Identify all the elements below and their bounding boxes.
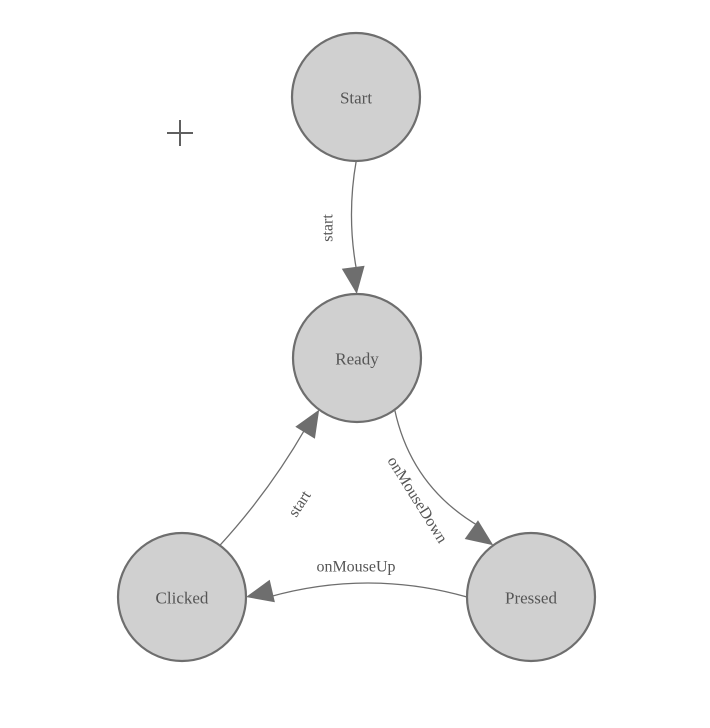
edge-label-start-to-ready: start [320, 214, 337, 242]
edge-line-pressed-to-clicked [268, 582, 468, 598]
plus-marker [167, 120, 193, 146]
edge-clicked-to-ready[interactable] [219, 409, 320, 546]
markers-layer [167, 120, 193, 146]
arrowhead-start-to-ready [341, 265, 365, 294]
arrowhead-clicked-to-ready [295, 409, 320, 439]
edge-label-pressed-to-clicked: onMouseUp [316, 559, 395, 576]
node-pressed[interactable]: Pressed [465, 531, 597, 663]
arrowhead-pressed-to-clicked [246, 579, 275, 603]
node-circle-clicked[interactable] [116, 531, 248, 663]
edge-pressed-to-clicked[interactable] [246, 579, 468, 603]
node-circle-start[interactable] [290, 31, 422, 163]
edge-line-start-to-ready [350, 160, 358, 272]
node-circle-pressed[interactable] [465, 531, 597, 663]
node-label-start: Start [340, 89, 372, 108]
node-circle-ready[interactable] [291, 292, 423, 424]
node-label-ready: Ready [335, 350, 379, 369]
node-label-clicked: Clicked [156, 589, 209, 608]
arrowhead-ready-to-pressed [464, 520, 494, 546]
edge-start-to-ready[interactable] [341, 160, 365, 294]
edges-layer [219, 160, 494, 603]
edge-ready-to-pressed[interactable] [394, 409, 494, 546]
node-ready[interactable]: Ready [291, 292, 423, 424]
node-clicked[interactable]: Clicked [116, 531, 248, 663]
edge-line-ready-to-pressed [394, 409, 481, 528]
node-label-pressed: Pressed [505, 589, 557, 608]
node-start[interactable]: Start [290, 31, 422, 163]
edge-line-clicked-to-ready [219, 427, 307, 546]
